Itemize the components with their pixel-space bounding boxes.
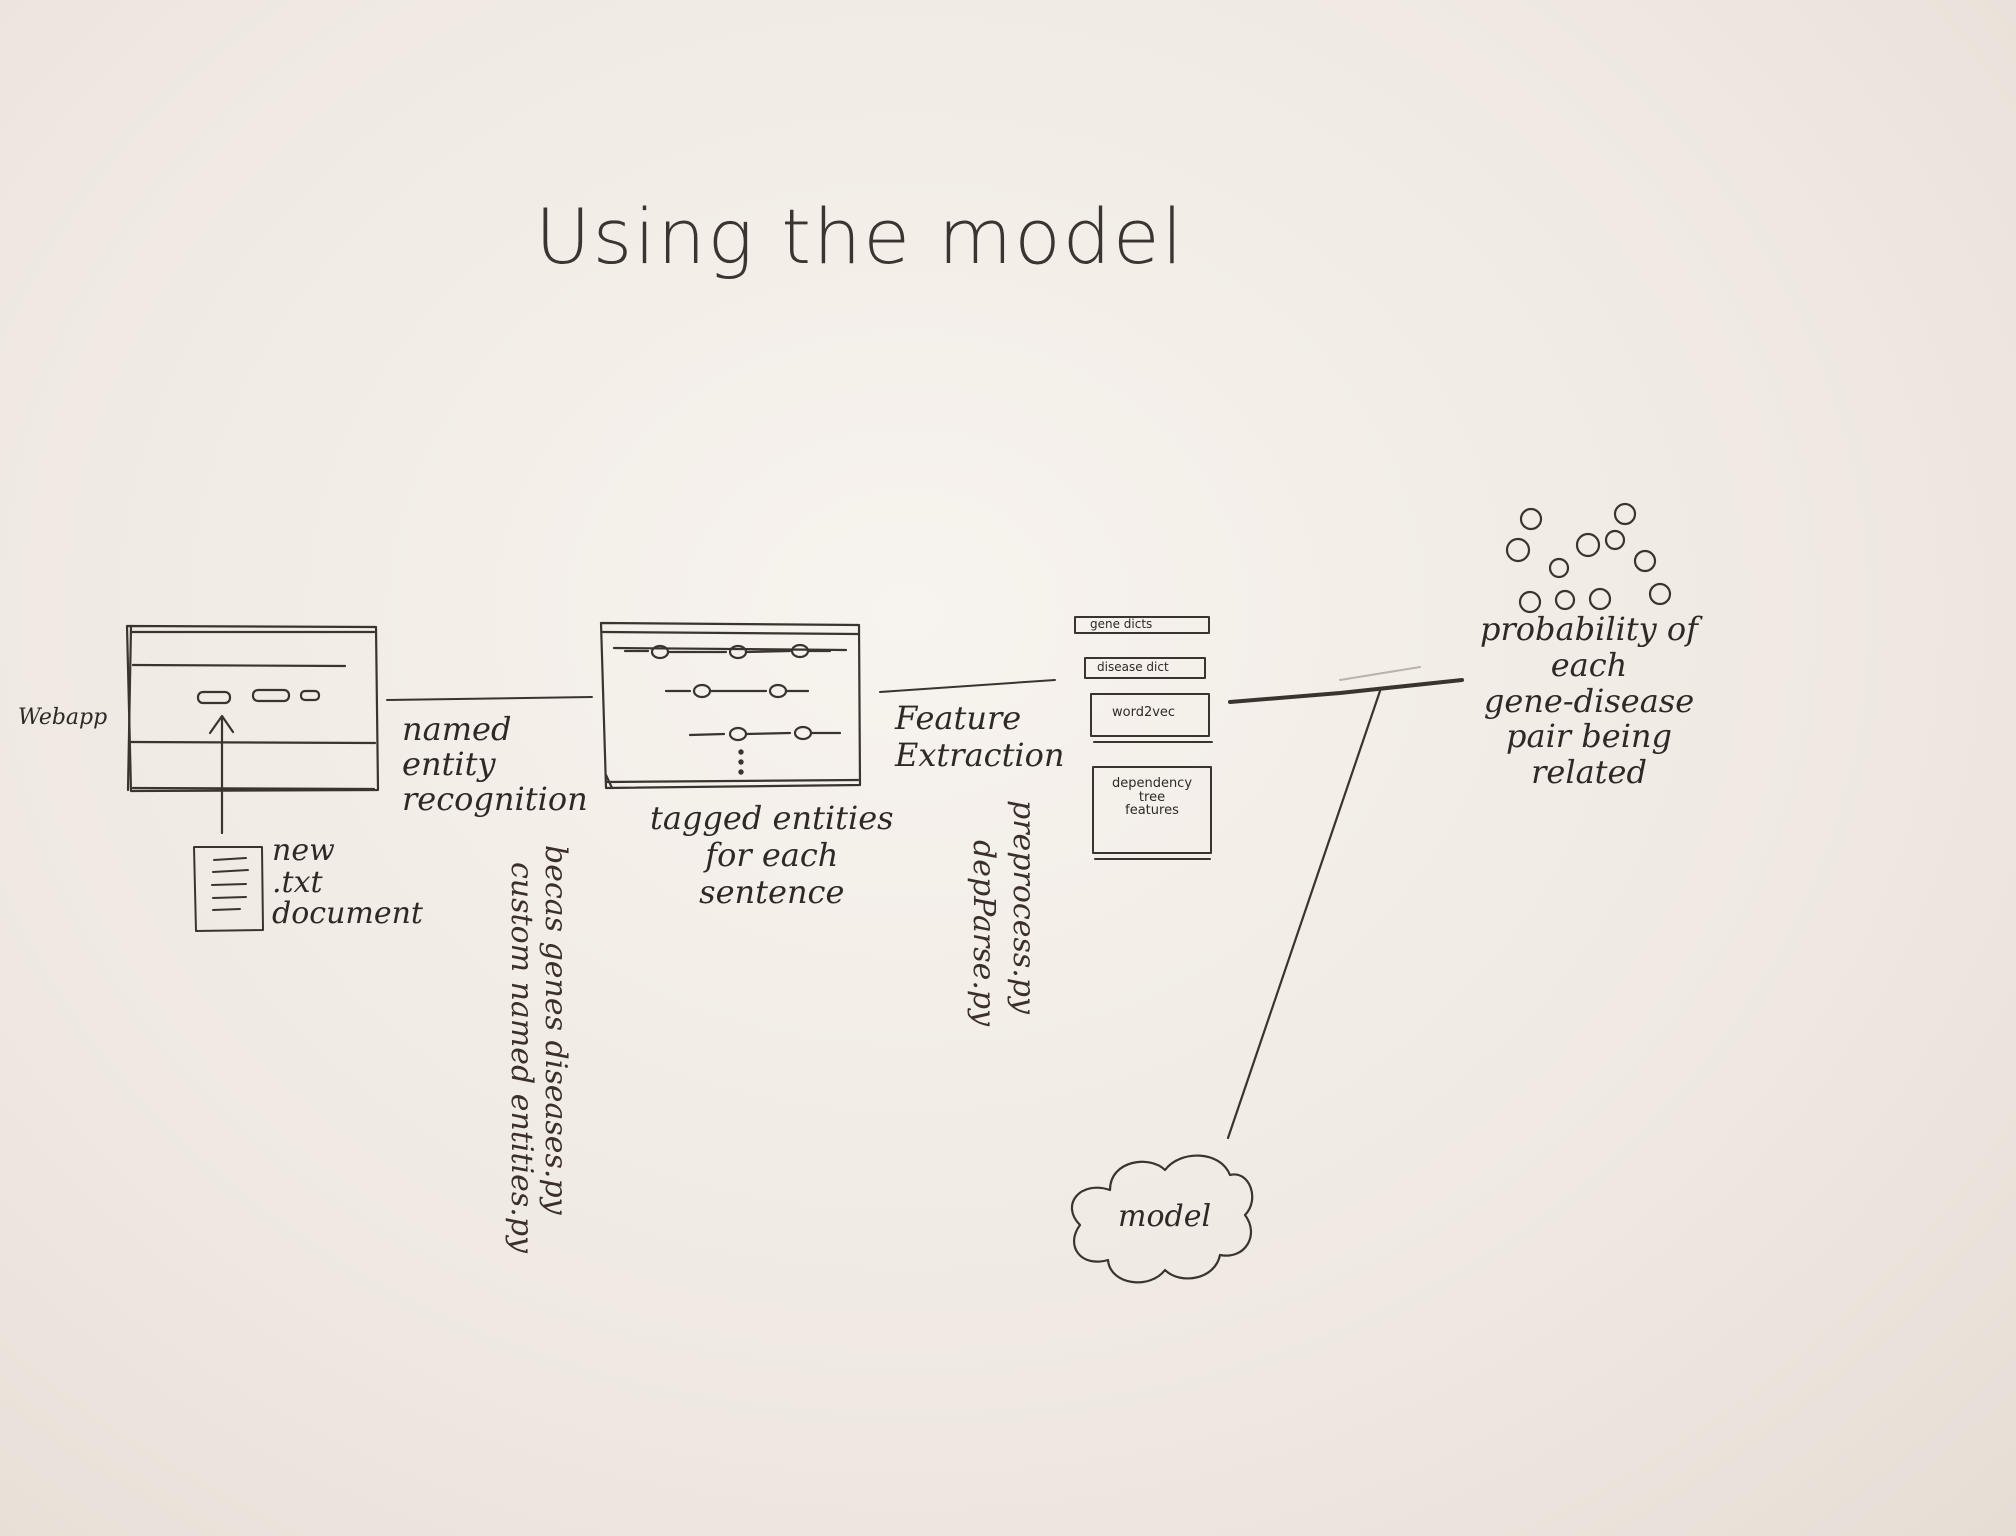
webapp-label: Webapp (18, 705, 108, 730)
feature-stack-sketch (1074, 616, 1213, 860)
output-probability-label: probability of each gene-disease pair be… (1480, 610, 1699, 792)
webapp-window-sketch (125, 624, 380, 793)
fe-script-1: preprocess.py (1006, 800, 1041, 1014)
connector-ner (386, 696, 593, 701)
feature-disease-dict: disease dict (1097, 660, 1169, 674)
feature-word2vec: word2vec (1112, 705, 1176, 720)
feature-dependency-tree: dependency tree features (1111, 776, 1193, 819)
upload-arrow (208, 714, 235, 835)
feature-gene-dicts: gene dicts (1090, 617, 1153, 631)
connector-to-output (1228, 678, 1464, 704)
connector-model (1226, 689, 1382, 1140)
page-title: Using the model (535, 192, 1185, 281)
ner-label: named entity recognition (402, 710, 588, 819)
tagged-window-sketch (599, 621, 862, 790)
ner-script-1: becas genes diseases.py (538, 845, 573, 1215)
probability-circles (1505, 502, 1672, 614)
ner-script-2: custom named entities.py (504, 862, 539, 1253)
model-label: model (1118, 1199, 1212, 1234)
new-document-label: new .txt document (272, 833, 423, 931)
model-cloud (1070, 1154, 1254, 1284)
fe-script-2: depParse.py (966, 840, 1001, 1027)
document-sketch (193, 846, 264, 932)
connector-feature-extraction (879, 679, 1056, 693)
tagged-entities-label: tagged entities for each sentence (650, 799, 894, 911)
feature-extraction-label: Feature Extraction (895, 699, 1065, 774)
